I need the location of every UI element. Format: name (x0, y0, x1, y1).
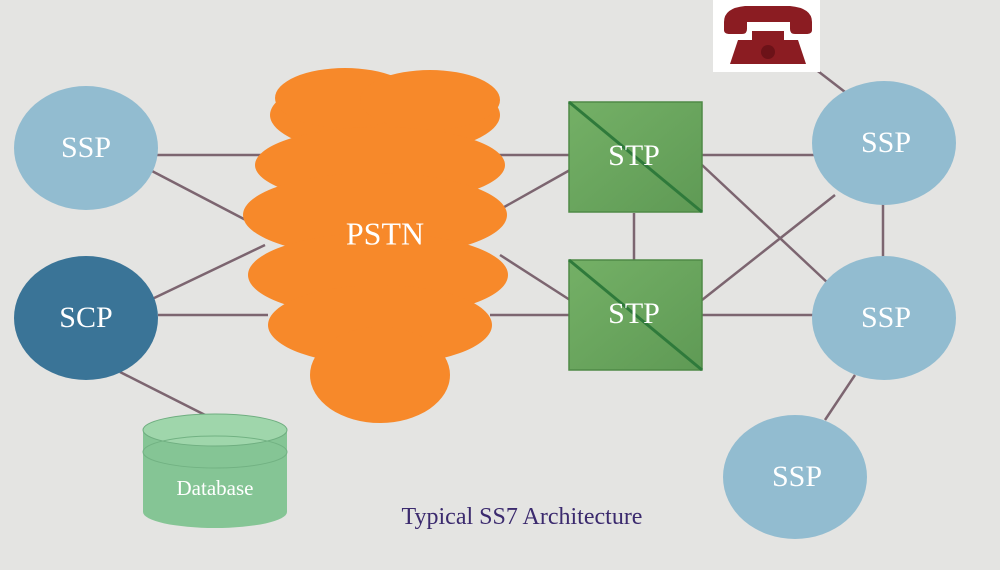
node-scp: SCP (14, 256, 158, 380)
node-stp-bottom: STP (568, 258, 703, 372)
node-stp-top: STP (568, 100, 703, 214)
node-label: SCP (59, 301, 112, 334)
node-label: SSP (61, 131, 111, 164)
node-pstn-cloud: PSTN (243, 68, 508, 423)
node-ssp-right-top: SSP (812, 81, 956, 205)
node-label: PSTN (346, 215, 424, 251)
node-label: SSP (861, 126, 911, 159)
link-pstn-stp-bottom-diagonal (499, 253, 571, 302)
link-stp-top-ssp-mid (701, 164, 831, 286)
node-label: STP (608, 297, 660, 330)
node-ssp-right-middle: SSP (812, 256, 956, 380)
diagram-caption: Typical SS7 Architecture (402, 504, 643, 530)
node-label: SSP (861, 301, 911, 334)
link-stp-bottom-ssp-top (701, 194, 836, 301)
node-ssp-left: SSP (14, 86, 158, 210)
node-database: Database (142, 413, 288, 528)
node-ssp-right-bottom: SSP (723, 415, 867, 539)
link-ssp-mid-ssp-bottom (823, 374, 857, 421)
telephone-icon (713, 0, 820, 72)
node-label: Database (177, 476, 254, 500)
link-scp-pstn-diagonal (149, 243, 266, 302)
link-scp-database (119, 370, 216, 422)
connection-links (119, 64, 885, 422)
node-label: STP (608, 139, 660, 172)
node-label: SSP (772, 460, 822, 493)
